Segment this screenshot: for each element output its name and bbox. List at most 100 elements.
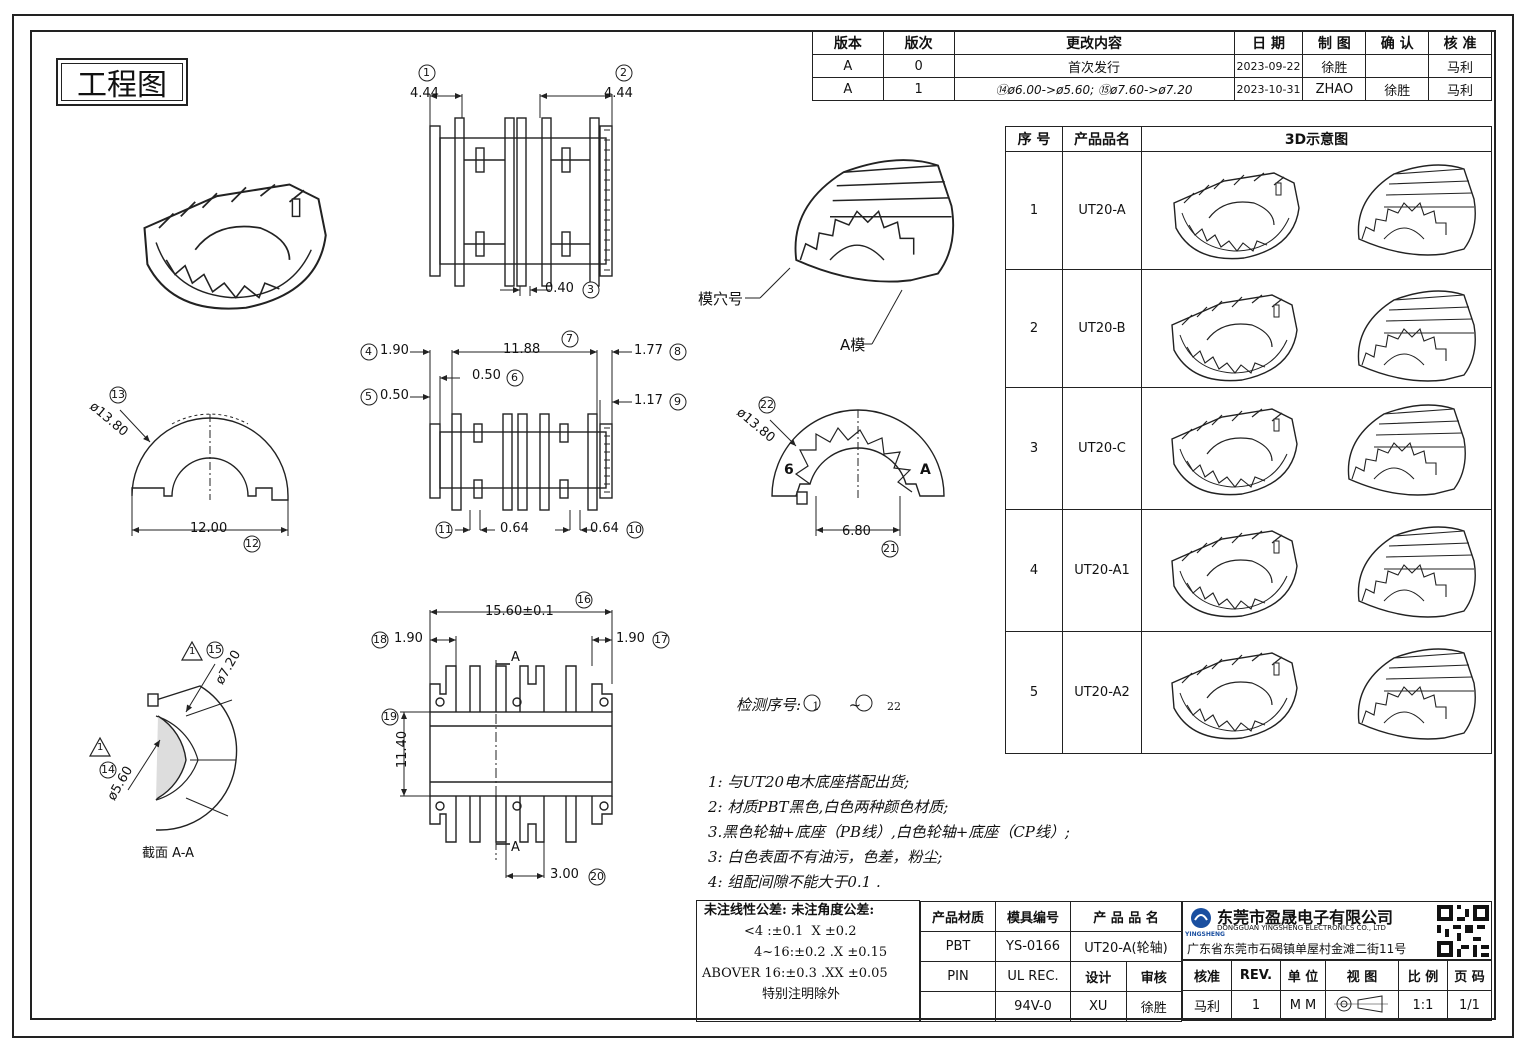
cavity-mark: 6 [784, 462, 794, 478]
product-table: 序 号 产品品名 3D示意图 1 UT20-A 2 UT20-B 3 UT20-… [1005, 126, 1492, 754]
tol-row: .XX ±0.05 [821, 966, 888, 981]
dim-3: 0.40 [545, 281, 574, 296]
note-item: 1: 与UT20电木底座搭配出货; [708, 773, 910, 791]
balloon: 14 [101, 763, 115, 776]
prod-3d-image [1141, 387, 1492, 510]
balloon: 10 [628, 523, 642, 536]
section-mark-top: A [511, 650, 520, 665]
tol-row: 4~16:±0.2 [754, 945, 826, 960]
tb-cell: PBT [920, 931, 996, 962]
balloon: 4 [365, 345, 372, 358]
balloon: 8 [674, 345, 681, 358]
prod-3d-image [1141, 509, 1492, 632]
balloon: 15 [208, 643, 222, 656]
check-from: 1 [812, 700, 820, 713]
tb-cell: 1:1 [1398, 990, 1448, 1021]
tb-cell: M M [1280, 990, 1326, 1021]
tb-header: 页 码 [1447, 960, 1492, 991]
prod-name: UT20-A2 [1062, 631, 1142, 754]
tb-cell: 徐胜 [1125, 991, 1182, 1022]
rev-cell [1365, 54, 1430, 78]
tolerance-block: 未注线性公差: 未注角度公差: <4 :±0.1 X ±0.2 4~16:±0.… [698, 900, 918, 1020]
rev-cell: 马利 [1428, 54, 1492, 78]
balloon: 20 [590, 870, 604, 883]
company-address: 广东省东莞市石碣镇单屋村金滩二街11号 [1187, 942, 1407, 956]
warning-mark: 1 [97, 742, 104, 753]
balloon: 5 [365, 390, 372, 403]
dim-5: 0.50 [380, 388, 409, 403]
prod-name: UT20-A1 [1062, 509, 1142, 632]
company-name-en: DONGGUAN YINGSHENG ELECTRONICS CO., LTD [1217, 924, 1386, 932]
balloon: 13 [111, 388, 125, 401]
prod-name: UT20-C [1062, 387, 1142, 510]
tol-row: ABOVER 16:±0.3 [702, 966, 817, 981]
company-name: 东莞市盈晟电子有限公司 [1217, 908, 1394, 927]
rev-cell: 2023-10-31 [1233, 77, 1304, 101]
drawing-frame [30, 30, 1496, 1020]
table-row: 4 UT20-A1 [1005, 509, 1492, 632]
note-item: 4: 组配间隙不能大于0.1 . [708, 873, 881, 891]
check-to: 22 [886, 700, 901, 713]
dim-10: 0.64 [590, 521, 619, 536]
rev-cell: 徐胜 [1302, 54, 1367, 78]
rev-cell: 马利 [1428, 77, 1492, 101]
prod-no: 5 [1005, 631, 1063, 754]
tb-cell [920, 991, 996, 1022]
table-row: 3 UT20-C [1005, 387, 1492, 510]
tol-row: <4 :±0.1 [744, 924, 804, 939]
check-label: 检测序号: [736, 696, 802, 714]
dim-20: 3.00 [550, 867, 579, 882]
tol-linear-title: 未注线性公差: [704, 903, 787, 918]
tb-cell: 94V-0 [995, 991, 1071, 1022]
company-logo-icon [1191, 908, 1211, 928]
page-title: 工程图 [56, 58, 188, 106]
tb-header: 审核 [1125, 961, 1182, 992]
dim-18: 1.90 [394, 631, 423, 646]
prod-no: 4 [1005, 509, 1063, 632]
dim-6: 0.50 [472, 368, 501, 383]
rev-cell: 2023-09-22 [1233, 54, 1304, 78]
tolerance-box [696, 900, 920, 1022]
prod-no: 1 [1005, 151, 1063, 270]
tb-header: 比 例 [1398, 960, 1448, 991]
tb-cell: 1 [1231, 990, 1281, 1021]
tol-row: 特别注明除外 [762, 987, 841, 1002]
prod-name: UT20-B [1062, 269, 1142, 388]
dim-21: 6.80 [842, 524, 871, 539]
balloon: 1 [423, 66, 430, 79]
rev-cell: 1 [882, 77, 955, 101]
company-logo-text: YINGSHENG [1185, 931, 1225, 938]
balloon: 19 [383, 710, 397, 723]
prod-name: UT20-A [1062, 151, 1142, 270]
title-block: 产品材质 模具编号 产 品 品 名 PBT YS-0166 UT20-A(轮轴)… [920, 901, 1182, 1022]
drawing-border [12, 14, 1514, 1038]
check-sep: ~ [848, 696, 862, 714]
rev-header: 日 期 [1233, 31, 1304, 55]
prod-3d-image [1141, 631, 1492, 754]
balloon: 17 [654, 633, 668, 646]
balloon: 16 [577, 593, 591, 606]
mold-mark: A [920, 462, 931, 478]
dim-11: 0.64 [500, 521, 529, 536]
rev-cell: ⑭ø6.00->ø5.60; ⑮ø7.60->ø7.20 [953, 77, 1235, 101]
note-item: 2: 材质PBT黑色,白色两种颜色材质; [708, 798, 949, 816]
prod-header: 3D示意图 [1141, 126, 1492, 152]
prod-no: 2 [1005, 269, 1063, 388]
tb-cell: YS-0166 [995, 931, 1071, 962]
table-row: A 1 ⑭ø6.00->ø5.60; ⑮ø7.60->ø7.20 2023-10… [812, 77, 1492, 101]
tb-header: REV. [1231, 960, 1281, 991]
dim-4: 1.90 [380, 343, 409, 358]
tb-header: 设计 [1070, 961, 1127, 992]
tol-row: X ±0.2 [811, 924, 857, 939]
tb-header: 核准 [1182, 960, 1232, 991]
tb-cell: 马利 [1182, 990, 1232, 1021]
check-sequence: 检测序号: 1 ~ 22 [736, 694, 904, 715]
rev-header: 版次 [882, 31, 955, 55]
balloon: 9 [674, 395, 681, 408]
cavity-label: 模穴号 [698, 290, 744, 308]
dim-7: 11.88 [503, 342, 541, 357]
projection-symbol [1325, 990, 1399, 1021]
title-block-right: 核准 REV. 单 位 视 图 比 例 页 码 马利 1 M M 1:1 1/1 [1182, 960, 1492, 1021]
rev-header: 更改内容 [953, 31, 1235, 55]
prod-header: 产品品名 [1062, 126, 1142, 152]
